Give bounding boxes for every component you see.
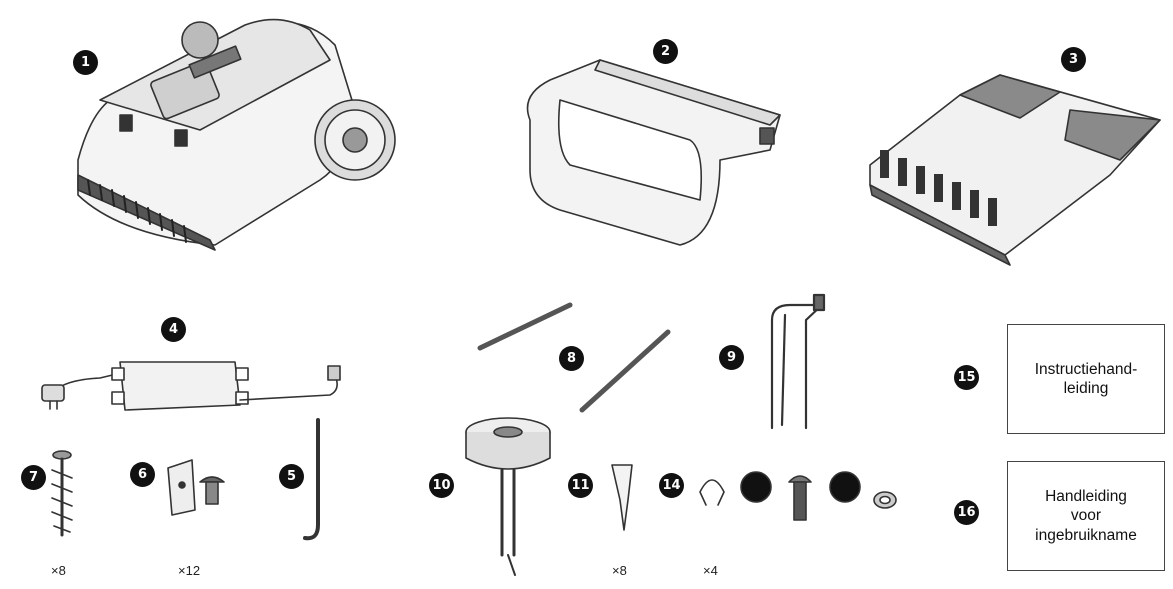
peg-drawing (611, 464, 633, 531)
rtk-antenna-drawing (465, 417, 551, 576)
item-number-5: 5 (279, 464, 304, 489)
ground-screw-drawing (51, 450, 73, 537)
item-number-7: 7 (21, 465, 46, 490)
antenna-stake-drawing (770, 293, 826, 430)
quick-start-guide-box: Handleiding voor ingebruikname (1007, 461, 1165, 571)
item-number-4: 4 (161, 317, 186, 342)
item-number-10: 10 (429, 473, 454, 498)
item-number-2: 2 (653, 39, 678, 64)
item-number-1: 1 (73, 50, 98, 75)
charging-base-drawing (869, 74, 1161, 266)
bracket-drawing (167, 459, 225, 516)
item-number-3: 3 (1061, 47, 1086, 72)
item-number-15: 15 (954, 365, 979, 390)
rods-drawing (477, 302, 671, 413)
qty-pegs: ×8 (612, 563, 627, 578)
qty-screws: ×8 (51, 563, 66, 578)
item-number-14: 14 (659, 473, 684, 498)
item-number-6: 6 (130, 462, 155, 487)
quick-start-guide-label: Handleiding voor ingebruikname (1035, 487, 1137, 544)
robot-mower-drawing (77, 18, 396, 251)
hex-key-drawing (303, 418, 320, 541)
qty-fasteners: ×4 (703, 563, 718, 578)
item-number-11: 11 (568, 473, 593, 498)
charging-cover-drawing (526, 59, 781, 246)
fasteners-drawing (699, 471, 897, 521)
instruction-manual-label: Instructiehand- leiding (1034, 360, 1138, 397)
item-number-9: 9 (719, 345, 744, 370)
qty-brackets: ×12 (178, 563, 201, 578)
instruction-manual-box: Instructiehand- leiding (1007, 324, 1165, 434)
item-number-16: 16 (954, 500, 979, 525)
power-adapter-drawing (41, 361, 341, 411)
item-number-8: 8 (559, 346, 584, 371)
